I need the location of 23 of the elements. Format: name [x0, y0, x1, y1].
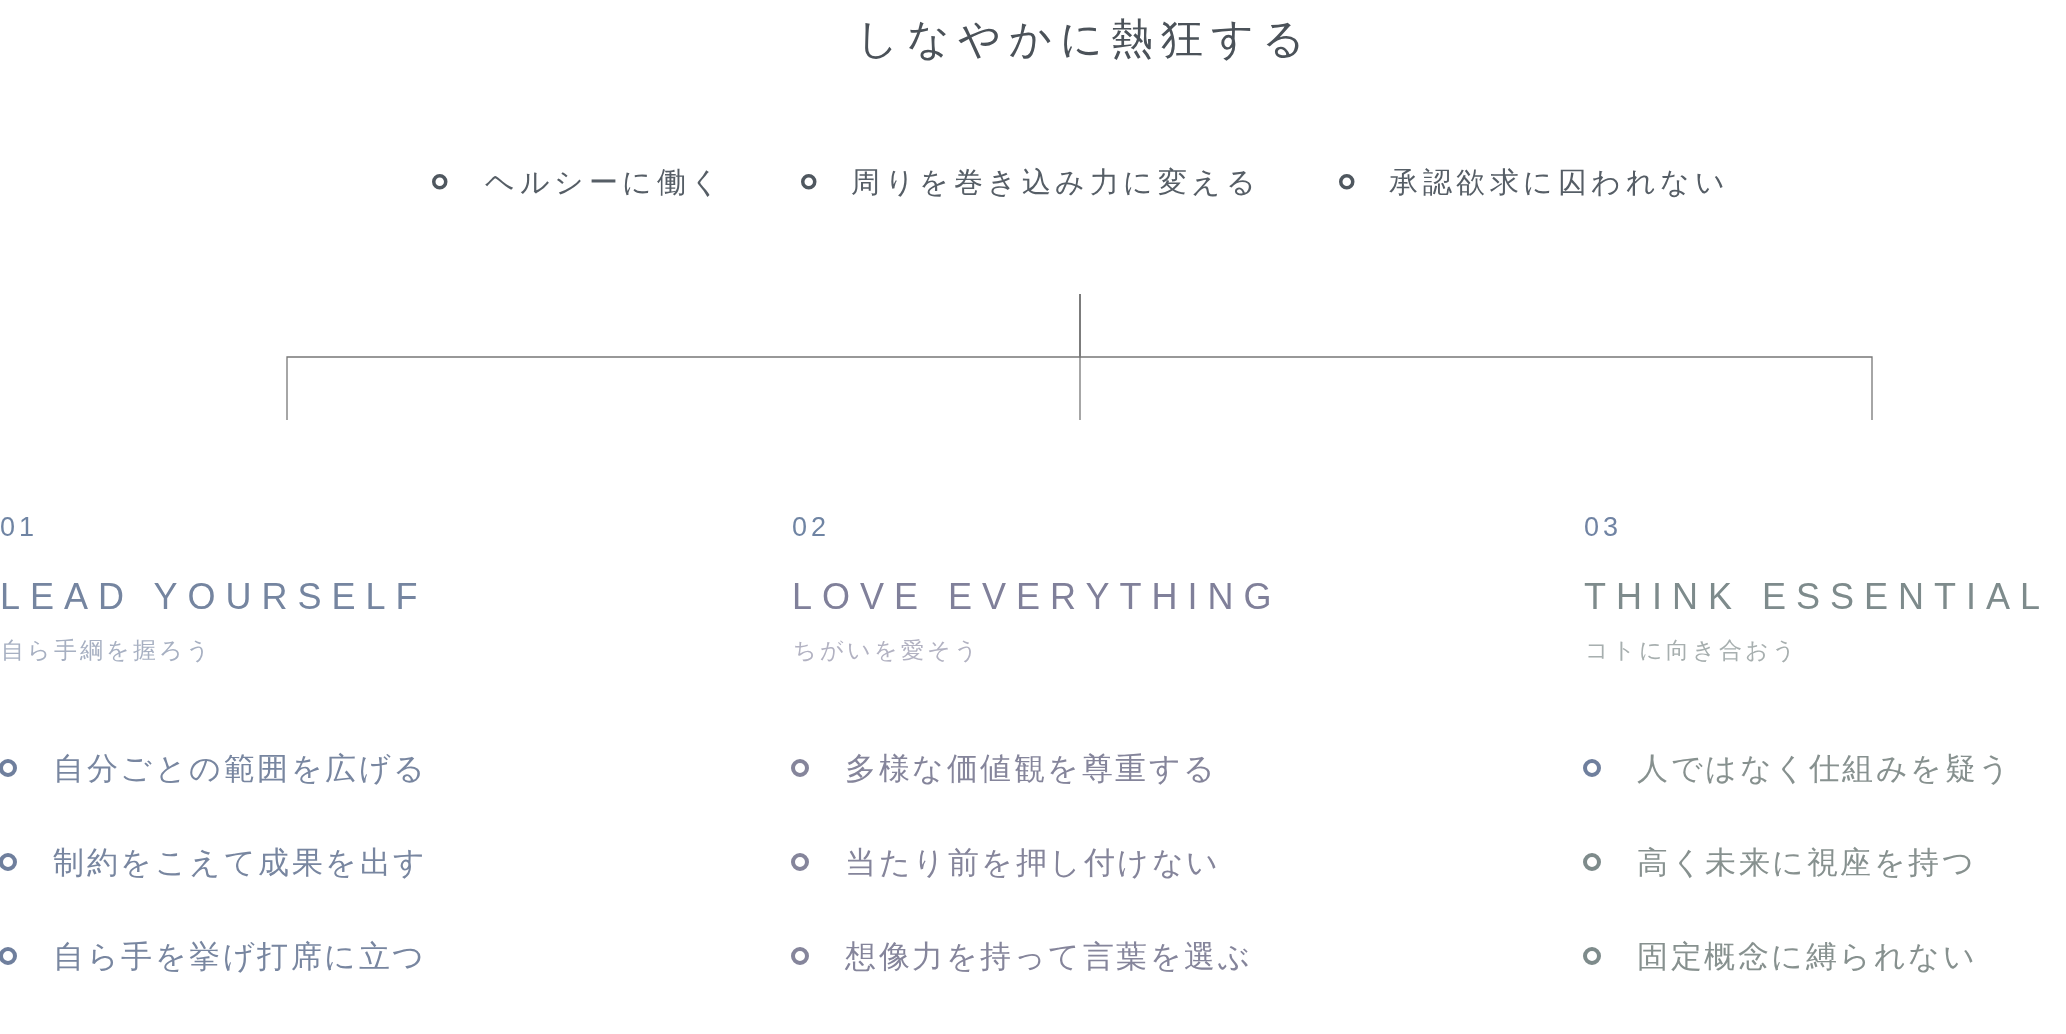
bullet-text: 自分ごとの範囲を広げる: [53, 750, 428, 786]
bullet-text: 高く未来に視座を持つ: [1637, 844, 1976, 880]
bullet-text: 想像力を持って言葉を選ぶ: [845, 938, 1252, 974]
section-subtitle: コトに向き合おう: [1585, 636, 1799, 664]
section-subtitle: 自ら手綱を握ろう: [1, 636, 213, 664]
section-heading: LOVE EVERYTHING: [792, 577, 1282, 617]
section-heading: LEAD YOURSELF: [0, 577, 428, 617]
section-number: 03: [1584, 512, 1623, 542]
section-subtitle: ちがいを愛そう: [793, 636, 981, 664]
bullet-text: 当たり前を押し付けない: [845, 844, 1221, 880]
bullet-text: 固定概念に縛られない: [1637, 938, 1977, 974]
bullet-text: 承認欲求に囚われない: [1389, 164, 1729, 200]
bullet-text: 自ら手を挙げ打席に立つ: [53, 938, 427, 974]
diagram-title: しなやかに熱狂する: [855, 15, 1313, 64]
bullet-text: ヘルシーに働く: [485, 164, 725, 200]
section-number: 01: [0, 512, 39, 542]
connector-line: [1079, 293, 1873, 421]
section-heading: THINK ESSENTIAL: [1584, 577, 2051, 617]
bullet-text: 制約をこえて成果を出す: [53, 844, 428, 880]
bullet-text: 周りを巻き込み力に変える: [851, 164, 1260, 200]
section-number: 02: [792, 512, 831, 542]
bullet-text: 多様な価値観を尊重する: [845, 750, 1218, 786]
bullet-text: 人ではなく仕組みを疑う: [1637, 750, 2013, 786]
